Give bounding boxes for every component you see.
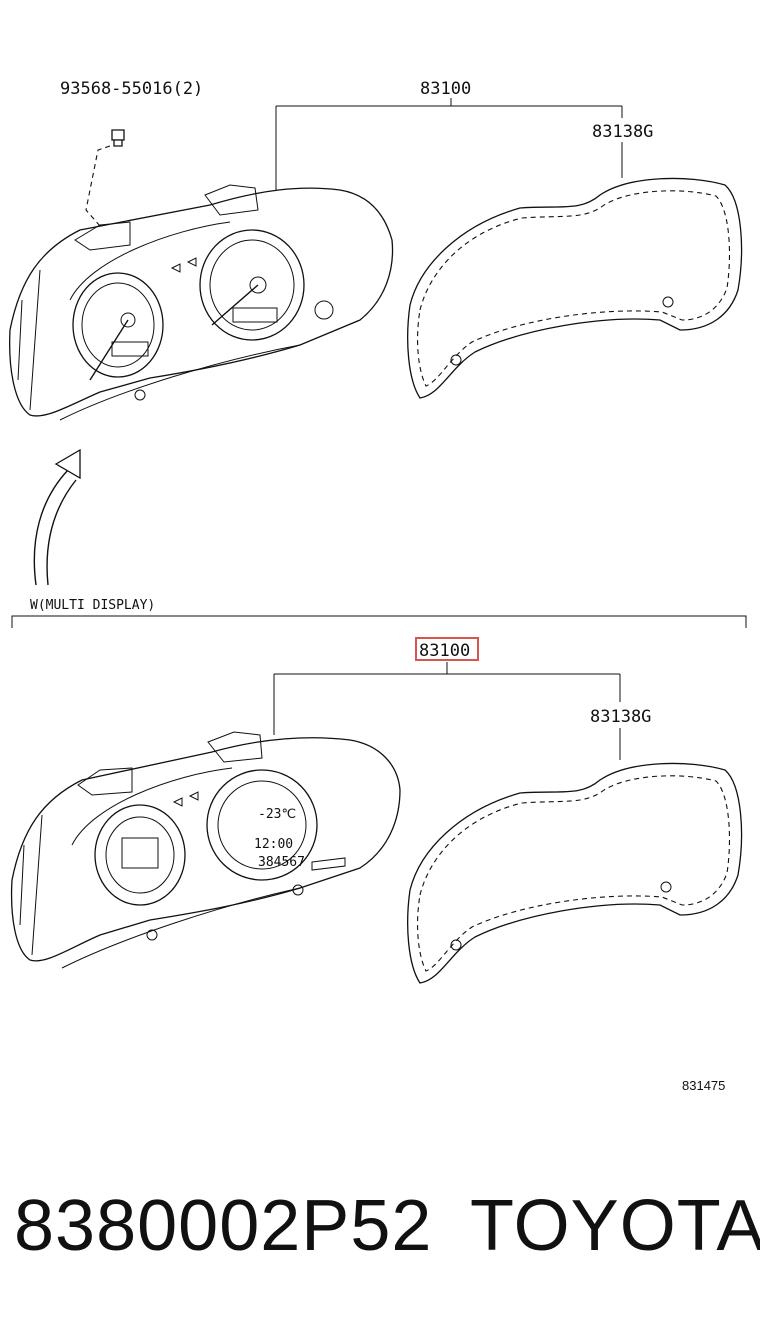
assembly-label-top[interactable]: 83100 [420, 79, 471, 99]
bottom-section: 83100 83138G 12:00 -23℃ 384567 [10, 637, 743, 1093]
clock-readout: 12:00 [254, 837, 293, 852]
screw-icon [85, 129, 125, 227]
variant-arrow-icon [33, 448, 81, 586]
assembly-leader-bottom [273, 662, 621, 760]
temperature-readout: -23℃ [258, 807, 296, 822]
fuel-gauge-icon [314, 300, 334, 320]
assembly-label-bottom[interactable]: 83100 [419, 641, 470, 661]
odometer-readout: 384567 [258, 855, 305, 870]
cluster-glass-bottom [407, 762, 743, 984]
instrument-cluster-top [9, 184, 394, 421]
brand-name: TOYOTA [470, 1186, 760, 1266]
speedometer-multi-display-icon [206, 769, 318, 881]
screw-part-label[interactable]: 93568-55016(2) [60, 79, 203, 99]
assembly-leader-top [275, 98, 623, 198]
cluster-glass-top [407, 177, 743, 399]
assembly-highlight [415, 637, 479, 661]
instrument-cluster-bottom: 12:00 -23℃ 384567 [10, 731, 401, 969]
multi-display-left-icon [94, 804, 186, 906]
part-number: 8380002P52 [14, 1186, 433, 1266]
variant-divider: W(MULTI DISPLAY) [11, 598, 747, 628]
illustration-number: 831475 [682, 1078, 725, 1093]
tachometer-icon [72, 272, 164, 378]
top-section: 93568-55016(2) 83100 83138G [9, 79, 743, 586]
glass-label-bottom[interactable]: 83138G [590, 707, 651, 727]
variant-label[interactable]: W(MULTI DISPLAY) [30, 598, 155, 613]
turn-signal-icon [170, 257, 197, 273]
turn-signal-icon [172, 791, 199, 807]
glass-label-top[interactable]: 83138G [592, 122, 653, 142]
speedometer-icon [199, 229, 305, 341]
